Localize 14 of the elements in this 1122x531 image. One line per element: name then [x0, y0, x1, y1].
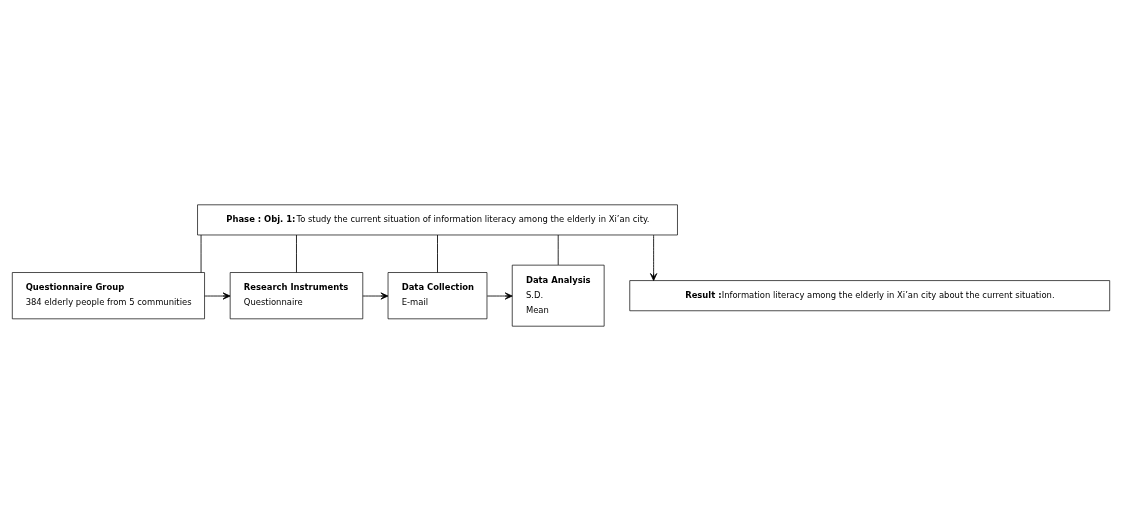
node-box: Data Collection E-mail: [387, 272, 488, 320]
arrow: [204, 292, 231, 300]
connector: [200, 234, 202, 273]
node-box: Data Analysis S.D. Mean: [511, 264, 605, 327]
connector: [296, 234, 297, 273]
connector: [437, 234, 438, 273]
arrow: [486, 292, 513, 300]
node-box: Questionnaire Group 384 elderly people from 5 communities: [11, 272, 205, 320]
node-box: Result :Information literacy among the elderly in Xi’an city about the current situation.: [629, 280, 1111, 312]
connector: [557, 234, 559, 266]
node-box: Phase : Obj. 1:To study the current situation of information literacy among the elderly in Xi’an city.: [197, 204, 678, 236]
arrow: [650, 234, 658, 281]
arrow: [362, 292, 389, 300]
node-box: Research Instruments Questionnaire: [229, 272, 364, 320]
